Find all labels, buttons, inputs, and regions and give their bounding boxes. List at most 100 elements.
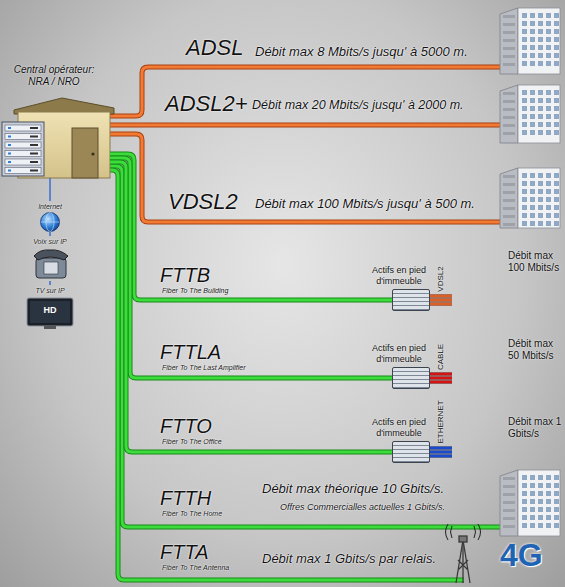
technology-name: VDSL2 xyxy=(168,190,238,214)
buildings xyxy=(538,475,543,480)
operator-hut xyxy=(72,128,98,178)
server-rack xyxy=(2,122,44,176)
buildings xyxy=(538,122,543,127)
buildings xyxy=(500,8,518,74)
buildings xyxy=(546,499,551,504)
service-icons xyxy=(41,213,60,232)
buildings xyxy=(530,122,535,127)
buildings xyxy=(530,61,535,66)
server-rack xyxy=(8,170,11,172)
building: Débit max 1 Gbits/s xyxy=(452,396,503,466)
buildings xyxy=(503,223,515,226)
buildings xyxy=(522,61,527,66)
buildings xyxy=(518,168,560,228)
buildings xyxy=(546,197,551,202)
server-rack xyxy=(30,136,38,138)
fiber-lines xyxy=(110,166,502,527)
node-label: Actifs en pied d'immeuble xyxy=(369,417,429,438)
buildings xyxy=(530,475,535,480)
buildings xyxy=(522,221,527,226)
buildings xyxy=(538,213,543,218)
server-rack xyxy=(8,127,11,129)
buildings xyxy=(554,37,559,42)
antenna xyxy=(459,536,467,542)
description-text: Débit max théorique 10 Gbits/s. xyxy=(262,482,444,496)
service-icons xyxy=(36,258,66,278)
buildings xyxy=(554,122,559,127)
connector xyxy=(110,154,392,300)
server-rack xyxy=(30,153,38,155)
buildings xyxy=(522,122,527,127)
connector xyxy=(430,303,452,305)
buildings xyxy=(546,98,551,103)
buildings xyxy=(546,29,551,34)
buildings xyxy=(503,39,515,42)
buildings xyxy=(554,13,559,18)
buildings xyxy=(538,189,543,194)
building: Débit max 50 Mbits/s xyxy=(452,318,503,390)
cable-type-label: ETHERNET xyxy=(437,401,445,444)
service-icons xyxy=(49,178,51,201)
cable-type-label: CABLE xyxy=(437,344,445,370)
technology-name: FTTA xyxy=(160,541,209,563)
buildings xyxy=(554,29,559,34)
description-text: Fiber To The Home xyxy=(162,510,222,518)
connector xyxy=(110,158,392,378)
buildings xyxy=(503,183,515,186)
buildings xyxy=(546,515,551,520)
connector xyxy=(110,158,392,378)
buildings xyxy=(538,221,543,226)
buildings xyxy=(546,114,551,119)
buildings xyxy=(554,114,559,119)
buildings xyxy=(546,122,551,127)
buildings xyxy=(503,485,515,488)
buildings xyxy=(522,491,527,496)
buildings xyxy=(518,85,560,143)
service-icons xyxy=(27,298,73,326)
buildings xyxy=(518,8,560,74)
icon-label: Voix sur IP xyxy=(33,238,67,246)
buildings xyxy=(546,130,551,135)
connector xyxy=(430,302,452,305)
buildings xyxy=(522,499,527,504)
technology-name: FTTLA xyxy=(160,341,221,363)
server-rack xyxy=(8,144,11,146)
buildings xyxy=(538,61,543,66)
buildings xyxy=(546,37,551,42)
buildings xyxy=(530,114,535,119)
buildings xyxy=(530,499,535,504)
service-icons xyxy=(49,232,51,236)
buildings xyxy=(530,483,535,488)
buildings xyxy=(522,13,527,18)
buildings xyxy=(538,13,543,18)
buildings xyxy=(538,483,543,488)
description-text: Offres Commercialles actuelles 1 Gbits/s… xyxy=(280,503,445,513)
description-text: Fiber To The Building xyxy=(162,287,228,295)
buildings xyxy=(546,181,551,186)
buildings xyxy=(546,173,551,178)
service-icons xyxy=(41,222,60,223)
buildings xyxy=(530,98,535,103)
connector xyxy=(110,154,392,300)
buildings xyxy=(554,475,559,480)
connector xyxy=(430,455,452,457)
buildings xyxy=(530,515,535,520)
copper-lines xyxy=(110,124,500,127)
description-text: Fiber To The Last Amplifier xyxy=(162,364,246,372)
description-text: Débit max 1 Gbits/s par relais. xyxy=(262,552,436,566)
buildings xyxy=(530,205,535,210)
icon-label: TV sur IP xyxy=(35,287,64,295)
buildings xyxy=(530,189,535,194)
buildings xyxy=(554,181,559,186)
server-rack xyxy=(8,136,11,138)
buildings xyxy=(546,189,551,194)
buildings xyxy=(503,108,515,111)
connector xyxy=(430,447,452,449)
buildings xyxy=(554,173,559,178)
cable-type-label: VDSL2 xyxy=(437,267,445,292)
buildings xyxy=(500,168,518,228)
fiber-lines xyxy=(110,170,464,580)
buildings xyxy=(530,523,535,528)
buildings xyxy=(546,21,551,26)
building: Débit max 100 Mbits/s xyxy=(452,230,503,310)
